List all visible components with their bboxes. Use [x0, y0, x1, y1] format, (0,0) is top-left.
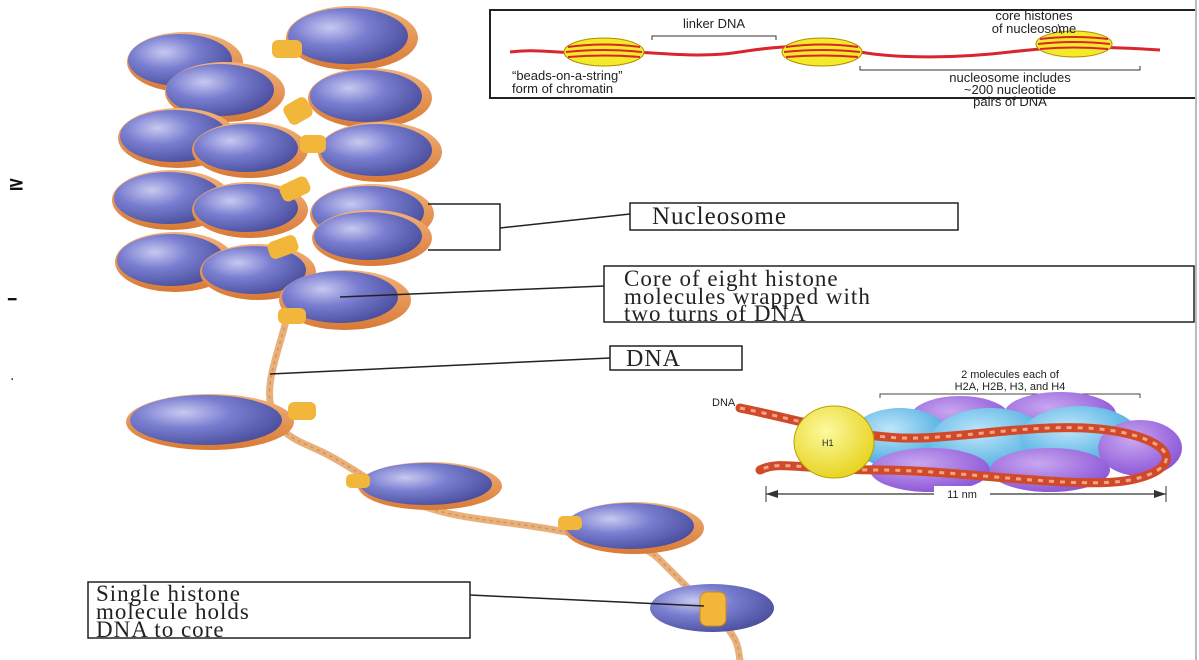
includes-label-3: pairs of DNA — [973, 94, 1047, 109]
nucleosome-single-2 — [346, 462, 502, 510]
fiber-stack — [112, 6, 442, 330]
beads-label-2: form of chromatin — [512, 81, 613, 96]
core-histones-label-2: of nucleosome — [992, 21, 1077, 36]
octamer-label-1: 2 molecules each of — [961, 369, 1060, 381]
nucleosome-single-3 — [558, 502, 704, 554]
margin-mark-2: ━ — [7, 292, 17, 308]
nucleosome-label: Nucleosome — [652, 203, 787, 230]
nucleosome — [286, 6, 418, 70]
nucleosome — [308, 68, 432, 128]
beads-on-string-inset: linker DNA core histones of nucleosome “… — [490, 8, 1196, 109]
scale-label: 11 nm — [947, 489, 977, 501]
nucleosome-detail: 2 molecules each of H2A, H2B, H3, and H4… — [712, 369, 1182, 502]
detail-dna-label: DNA — [712, 397, 736, 409]
nucleosome — [192, 122, 308, 178]
bead-1 — [564, 38, 644, 66]
dna-label: DNA — [626, 346, 681, 372]
chromatin-fiber — [112, 6, 774, 660]
bead-2 — [782, 38, 862, 66]
margin-mark-3: · — [10, 372, 14, 388]
nucleosome-single-1 — [126, 394, 316, 450]
core-label-line-3: two turns of DNA — [624, 301, 807, 326]
dna-leader — [270, 358, 610, 374]
nucleosome-bracket-line — [428, 204, 500, 250]
nucleosome-single-4 — [650, 584, 774, 632]
nucleosome-leader — [500, 214, 630, 228]
nucleosome — [318, 122, 442, 182]
single-histone-line-3: DNA to core — [96, 617, 225, 642]
h1-histone — [794, 406, 874, 478]
h1-label: H1 — [822, 438, 834, 448]
octamer-bracket — [880, 394, 1140, 398]
octamer-label-2: H2A, H2B, H3, and H4 — [955, 381, 1066, 393]
linker-dna-label: linker DNA — [683, 16, 745, 31]
nucleosome — [312, 210, 432, 266]
margin-mark-1: ≥ — [8, 171, 25, 195]
